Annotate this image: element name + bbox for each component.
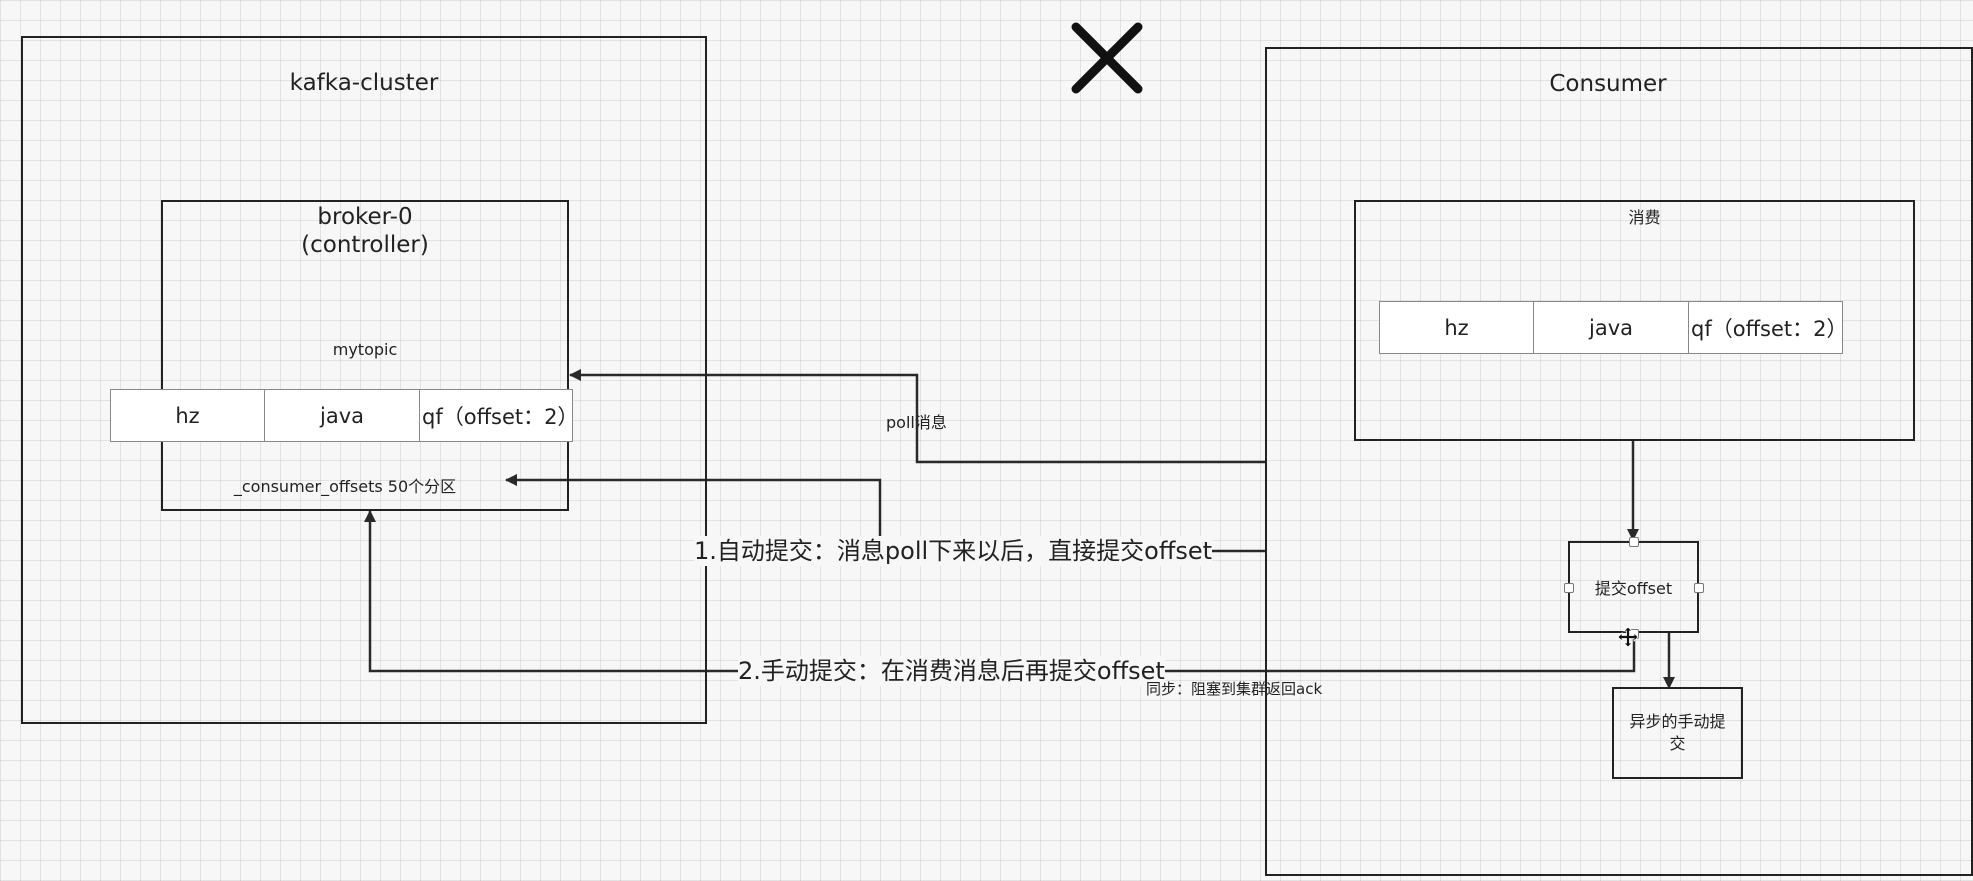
consume-box[interactable]: 消费	[1354, 200, 1915, 441]
consume-title: 消费	[1628, 208, 1661, 227]
consumer-title: Consumer	[1549, 71, 1667, 97]
poll-edge	[569, 369, 1265, 464]
consumer-container[interactable]: Consumer	[1265, 47, 1973, 876]
record-cell[interactable]: java	[1533, 301, 1689, 354]
consumer-offsets-label: _consumer_offsets 50个分区	[233, 477, 457, 496]
auto-commit-label: 1.自动提交：消息poll下来以后，直接提交offset	[694, 536, 1213, 566]
selection-handle[interactable]	[1629, 537, 1639, 547]
selection-handle[interactable]	[1564, 583, 1574, 593]
broker-role: (controller)	[301, 232, 429, 258]
commit-offset-box[interactable]: 提交offset	[1568, 541, 1699, 633]
poll-edge-label: poll消息	[886, 413, 947, 432]
partition-cell[interactable]: java	[264, 389, 420, 442]
record-cell[interactable]: qf（offset：2）	[1688, 301, 1848, 354]
move-cursor-icon	[1617, 626, 1639, 648]
record-cell[interactable]: hz	[1379, 301, 1534, 354]
manual-commit-label: 2.手动提交：在消费消息后再提交offset	[738, 656, 1165, 686]
async-manual-commit-label: 异步的手动提交	[1629, 712, 1726, 753]
partition-cell[interactable]: qf（offset：2）	[419, 389, 579, 442]
topic-name: mytopic	[332, 340, 398, 359]
commit-offset-label: 提交offset	[1594, 579, 1673, 598]
kafka-cluster-container[interactable]: kafka-cluster	[21, 36, 707, 724]
broker-name: broker-0	[317, 204, 413, 230]
selection-handle[interactable]	[1694, 583, 1704, 593]
partition-cell[interactable]: hz	[110, 389, 265, 442]
async-manual-commit-box[interactable]: 异步的手动提交	[1612, 687, 1743, 779]
broker-0-box[interactable]: broker-0 (controller) mytopic _consumer_…	[161, 200, 569, 511]
sync-label: 同步：阻塞到集群返回ack	[1146, 680, 1323, 698]
kafka-cluster-title: kafka-cluster	[289, 70, 439, 96]
close-icon[interactable]	[1067, 18, 1147, 98]
